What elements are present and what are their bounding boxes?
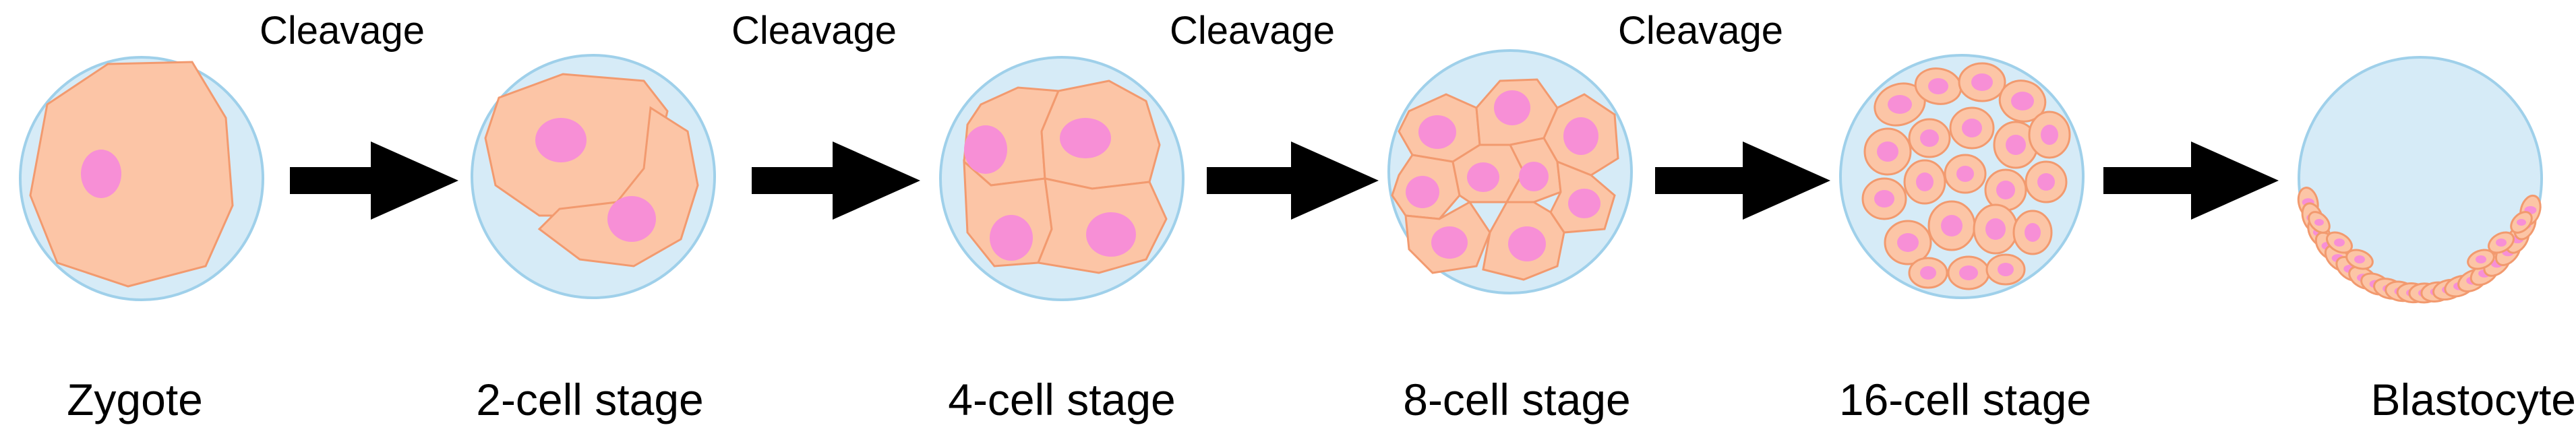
sixteen-cell-embryo xyxy=(1839,54,2085,299)
nucleus xyxy=(2314,219,2324,226)
nucleus xyxy=(1916,172,1934,191)
nucleus xyxy=(1874,190,1894,208)
nucleus xyxy=(2354,255,2365,263)
two-cell-embryo xyxy=(471,54,716,299)
nucleus xyxy=(81,150,121,198)
nucleus xyxy=(607,196,656,242)
nucleus xyxy=(1563,117,1598,155)
transition-label: Cleavage xyxy=(1618,9,1784,53)
nucleus xyxy=(1959,265,1978,280)
stage-label: 4-cell stage xyxy=(948,375,1176,424)
nucleus xyxy=(1998,263,2014,276)
eight-cell-embryo xyxy=(1387,49,1633,294)
nucleus xyxy=(1888,95,1912,114)
nucleus xyxy=(1060,118,1111,158)
nucleus xyxy=(2037,173,2055,191)
arrow xyxy=(2103,141,2279,220)
nucleus xyxy=(1985,218,2006,240)
arrow xyxy=(752,141,920,220)
nucleus xyxy=(1406,176,1439,208)
transition-label: Cleavage xyxy=(731,9,897,53)
arrow xyxy=(1207,141,1379,220)
nucleus xyxy=(1519,162,1549,191)
nucleus xyxy=(2517,219,2526,226)
nucleus xyxy=(2496,239,2507,247)
stage-label: Zygote xyxy=(67,375,203,424)
nucleus xyxy=(990,215,1033,261)
arrow xyxy=(1655,141,1830,220)
nucleus xyxy=(1418,115,1456,149)
nucleus xyxy=(1928,78,1948,94)
nucleus xyxy=(964,125,1007,174)
nucleus xyxy=(1962,119,1982,137)
nucleus xyxy=(2025,223,2041,242)
nucleus xyxy=(2334,239,2345,247)
cell xyxy=(537,106,699,267)
nucleus xyxy=(1897,233,1919,252)
stage-label: 16-cell stage xyxy=(1838,375,2092,424)
nucleus xyxy=(1494,90,1530,125)
blastocyte-embryo xyxy=(2297,56,2543,304)
stage-label: Blastocyte xyxy=(2370,375,2576,424)
nucleus xyxy=(2041,125,2058,145)
nucleus xyxy=(1877,141,1898,162)
stage-label: 2-cell stage xyxy=(476,375,704,424)
stage-label: 8-cell stage xyxy=(1403,375,1631,424)
transition-label: Cleavage xyxy=(260,9,425,53)
nucleus xyxy=(1568,189,1600,218)
zygote-embryo xyxy=(19,56,264,301)
nucleus xyxy=(1971,73,1993,91)
nucleus xyxy=(2011,92,2034,110)
nucleus xyxy=(1086,212,1136,257)
arrow xyxy=(290,141,458,220)
nucleus xyxy=(1431,226,1468,259)
transition-label: Cleavage xyxy=(1170,9,1336,53)
nucleus xyxy=(1956,166,1974,182)
nucleus xyxy=(2006,135,2026,155)
nucleus xyxy=(1920,129,1939,147)
nucleus xyxy=(1996,181,2015,199)
nucleus xyxy=(1467,162,1499,192)
nucleus xyxy=(1941,215,1963,236)
nucleus xyxy=(1508,226,1546,261)
nucleus xyxy=(1920,266,1936,280)
four-cell-embryo xyxy=(939,56,1185,301)
nucleus xyxy=(2476,255,2486,263)
cell xyxy=(29,61,234,288)
nucleus xyxy=(535,118,587,162)
